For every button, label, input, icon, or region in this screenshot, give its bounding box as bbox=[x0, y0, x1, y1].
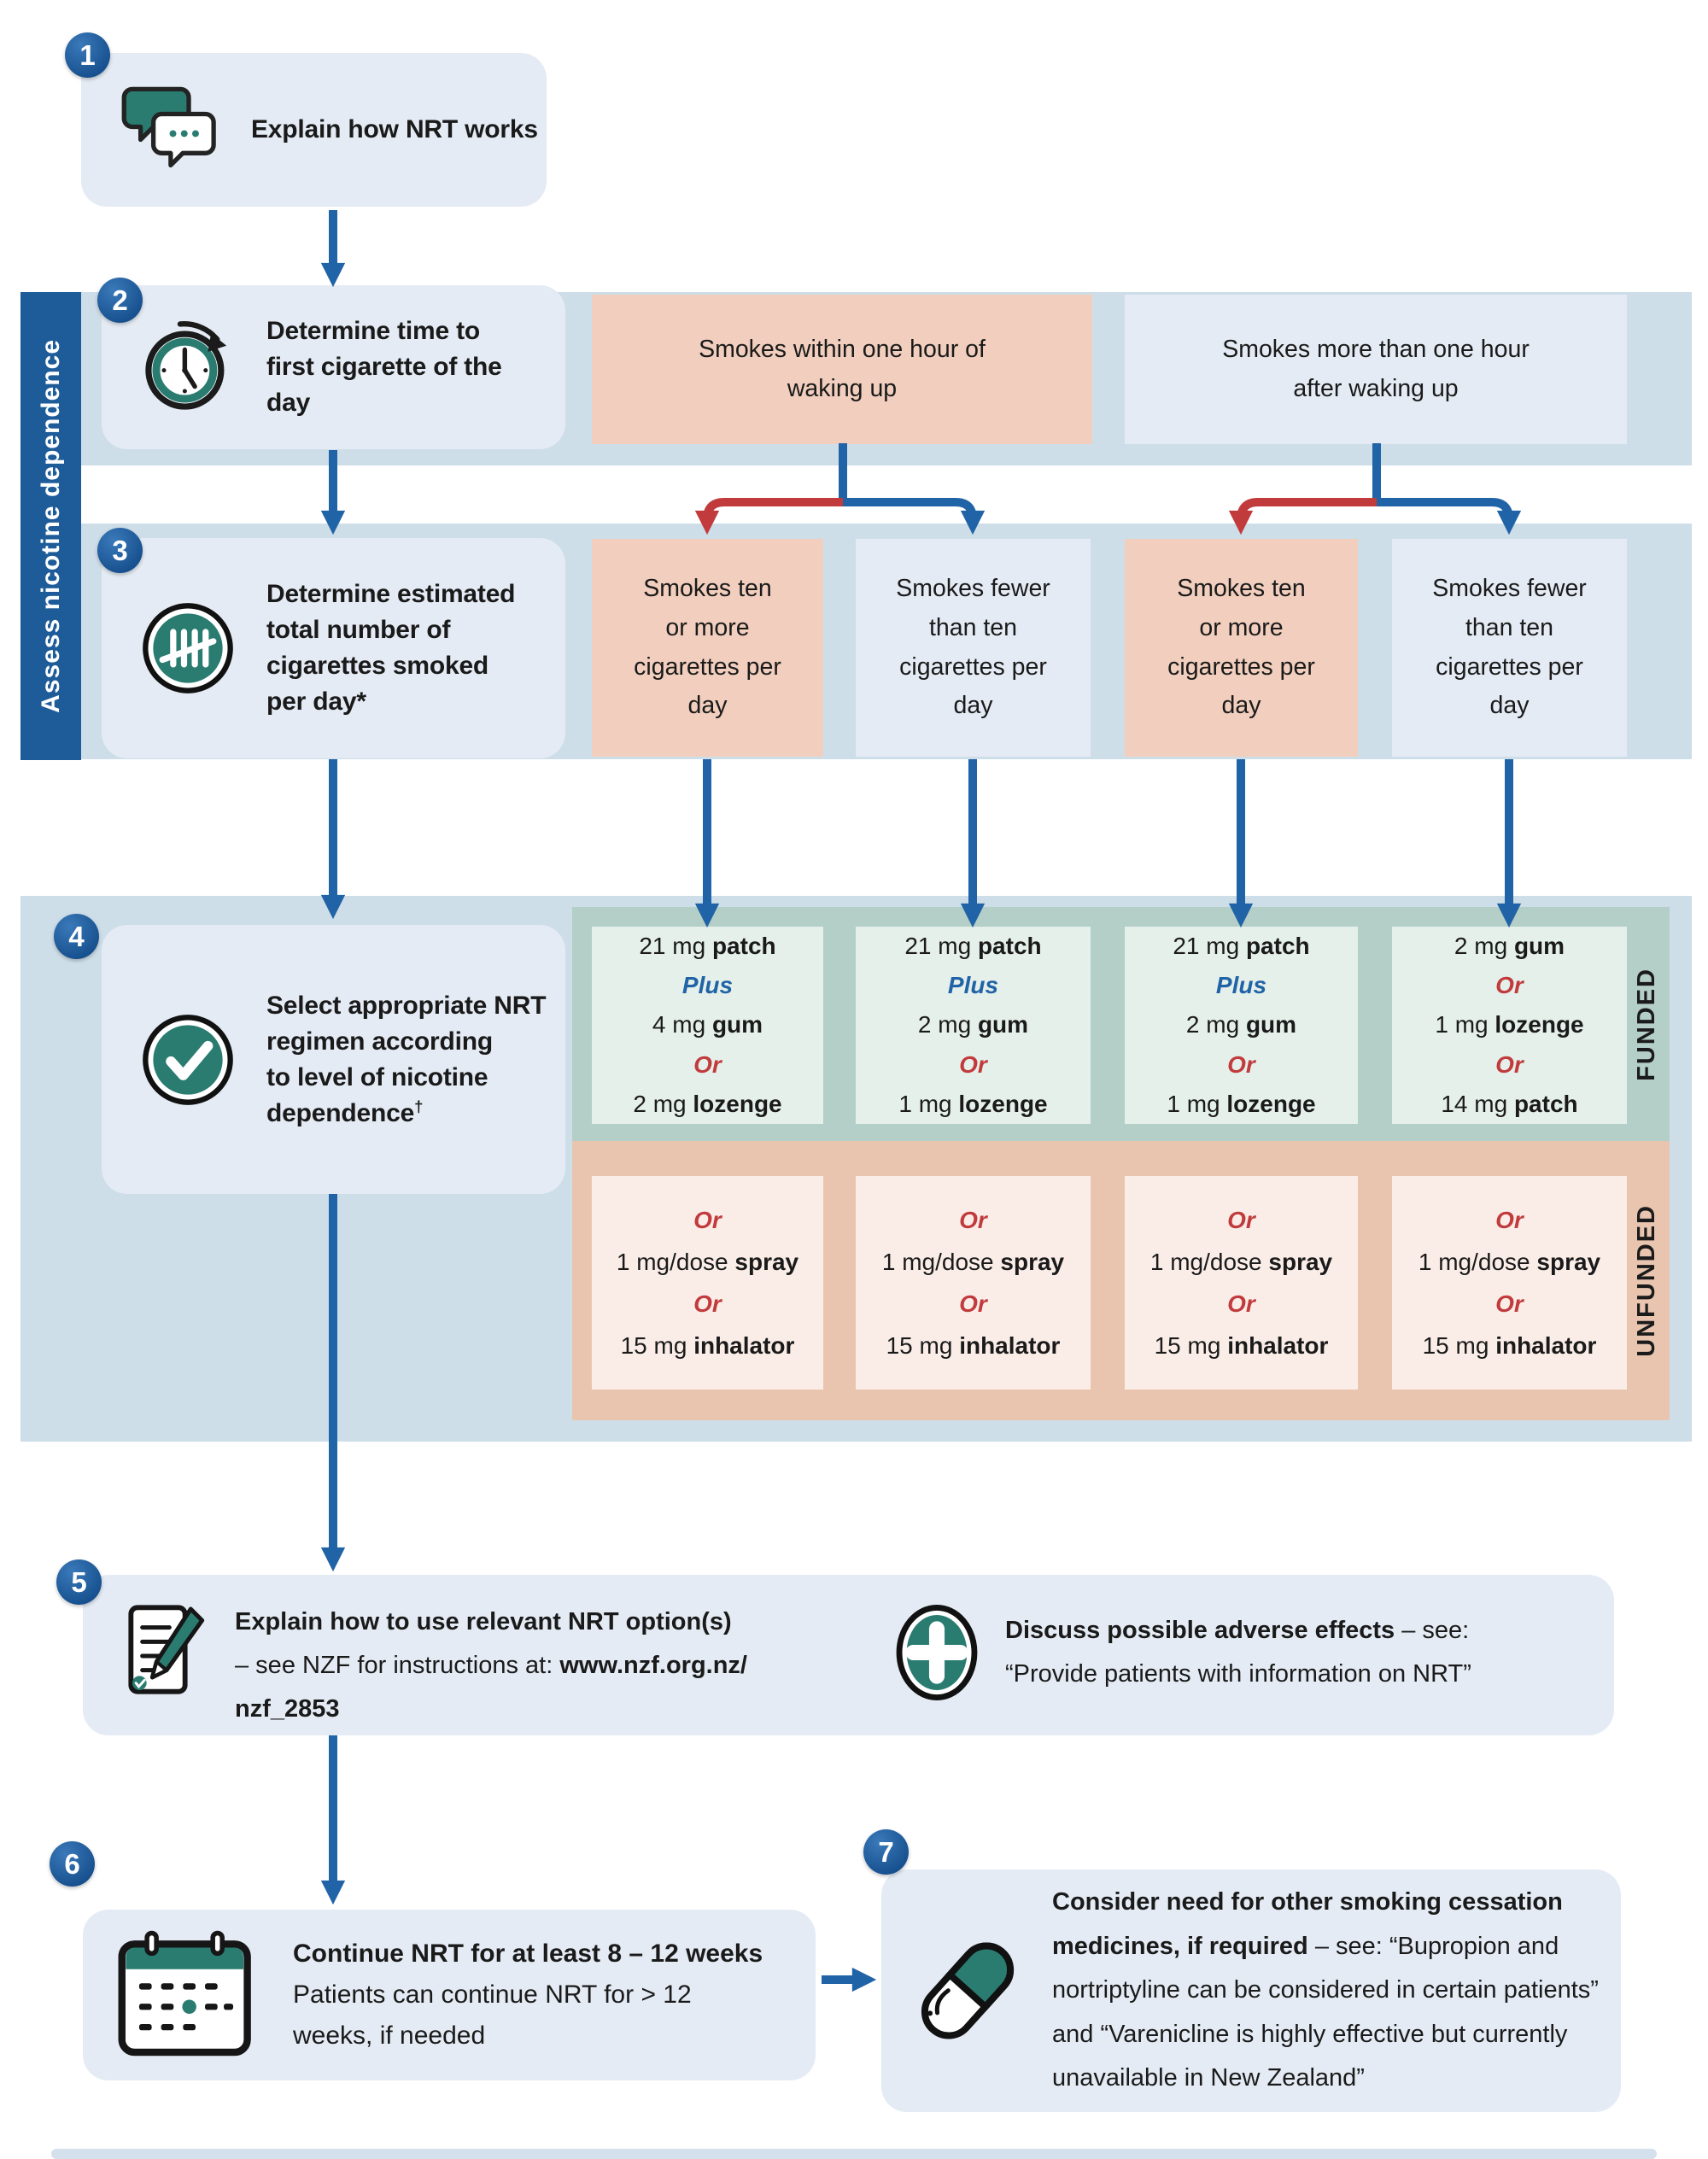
dagger-note: † bbox=[414, 1097, 424, 1115]
chat-bubbles-icon bbox=[121, 86, 216, 168]
step5-adverse-group: Discuss possible adverse effects – see:“… bbox=[894, 1602, 1471, 1703]
level-fewer-than-ten-1: Smokes fewer than ten cigarettes per day bbox=[856, 539, 1091, 757]
step7-text: Consider need for other smoking cessatio… bbox=[1052, 1887, 1599, 2092]
funded-label: FUNDED bbox=[1632, 967, 1660, 1081]
step7-badge: 7 bbox=[863, 1829, 909, 1875]
level-fewer-than-ten-2: Smokes fewer than ten cigarettes per day bbox=[1392, 539, 1627, 757]
step5-adverse-text: Discuss possible adverse effects – see:“… bbox=[1005, 1617, 1471, 1688]
step4-title: Select appropriate NRT regimen according… bbox=[266, 991, 547, 1127]
step5-explain-text: Explain how to use relevant NRT option(s… bbox=[235, 1608, 747, 1723]
step2-badge: 2 bbox=[97, 278, 143, 323]
step2-title: Determine time to first cigarette of the… bbox=[266, 317, 502, 417]
medical-cross-icon bbox=[896, 1604, 978, 1701]
step1-title: Explain how NRT works bbox=[251, 115, 538, 143]
level-ten-or-more-2: Smokes ten or more cigarettes per day bbox=[1125, 539, 1358, 757]
capsule-pill-icon bbox=[921, 1942, 1015, 2039]
checkmark-icon bbox=[143, 1014, 233, 1105]
sidebar-assess-nicotine-dependence: Assess nicotine dependence bbox=[20, 292, 81, 760]
step5-explain-group: Explain how to use relevant NRT option(s… bbox=[124, 1600, 747, 1730]
step3-box: Determine estimated total number of ciga… bbox=[102, 538, 565, 758]
tally-marks-icon bbox=[143, 603, 233, 693]
notepad-pencil-icon bbox=[128, 1605, 205, 1694]
step6-badge: 6 bbox=[50, 1841, 95, 1887]
step5-box: Explain how to use relevant NRT option(s… bbox=[83, 1575, 1614, 1735]
step2-box: Determine time to first cigarette of the… bbox=[102, 285, 565, 449]
step1-box: Explain how NRT works bbox=[81, 53, 547, 207]
step3-badge: 3 bbox=[97, 528, 143, 573]
branch-smokes-more-than-one-hour: Smokes more than one hour after waking u… bbox=[1125, 295, 1627, 444]
step1-badge: 1 bbox=[65, 32, 110, 78]
clock-icon bbox=[145, 321, 227, 410]
level-ten-or-more-1: Smokes ten or more cigarettes per day bbox=[592, 539, 823, 757]
sidebar-label: Assess nicotine dependence bbox=[36, 339, 65, 713]
step3-title: Determine estimated total number of ciga… bbox=[266, 580, 516, 716]
bottom-accent-strip bbox=[51, 2149, 1657, 2159]
step4-box: Select appropriate NRT regimen according… bbox=[102, 925, 565, 1194]
step7-box: Consider need for other smoking cessatio… bbox=[881, 1869, 1621, 2112]
step5-badge: 5 bbox=[56, 1559, 102, 1605]
branch-smokes-within-one-hour: Smokes within one hour of waking up bbox=[592, 295, 1092, 444]
calendar-icon bbox=[118, 1930, 251, 2057]
step4-badge: 4 bbox=[54, 914, 99, 959]
unfunded-label: UNFUNDED bbox=[1632, 1204, 1660, 1357]
